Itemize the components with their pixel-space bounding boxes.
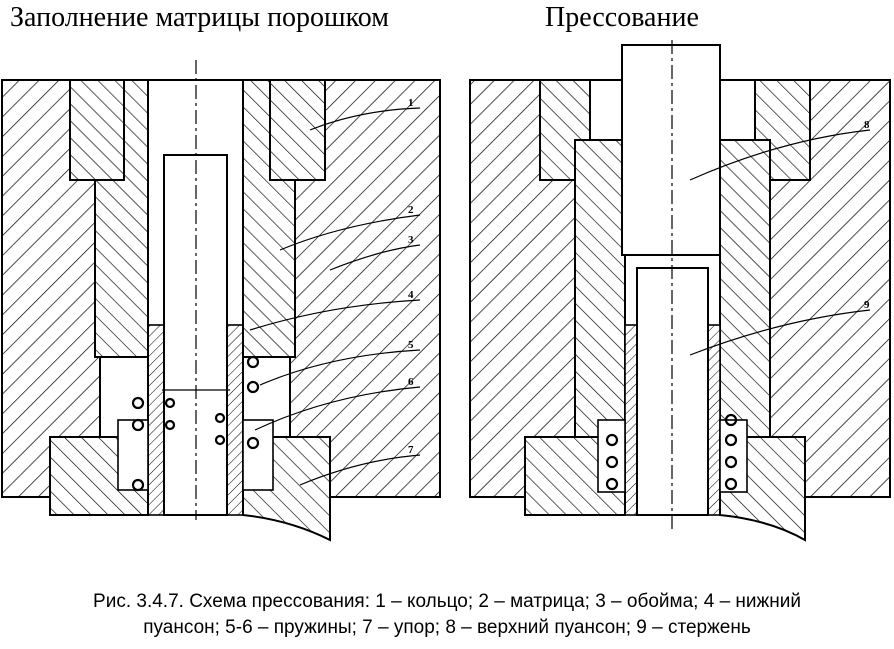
callout-6: 6 (408, 376, 414, 388)
callout-9: 9 (864, 299, 870, 311)
right-diagram (469, 40, 891, 542)
callout-7: 7 (408, 444, 414, 456)
callout-8: 8 (864, 119, 870, 131)
callout-2: 2 (408, 204, 414, 216)
left-diagram-title: Заполнение матрицы порошком (10, 2, 389, 33)
left-diagram (1, 60, 441, 542)
right-upper-punch (621, 44, 721, 256)
left-ring-right (269, 79, 326, 181)
right-diagram-title: Прессование (545, 2, 699, 33)
callout-5: 5 (408, 339, 414, 351)
left-springs (131, 355, 260, 492)
right-springs (605, 413, 738, 491)
left-ring-left (69, 79, 125, 181)
left-leader-lines (249, 107, 421, 486)
left-lower-punch-left (147, 324, 165, 516)
callout-labels: 1 2 3 4 5 6 7 8 9 (408, 97, 870, 456)
figure-caption-line-1: Рис. 3.4.7. Схема прессования: 1 – кольц… (93, 591, 801, 612)
callout-1: 1 (408, 97, 414, 109)
callout-4: 4 (408, 289, 414, 301)
figure-caption-line-2: пуансон; 5-6 – пружины; 7 – упор; 8 – ве… (143, 617, 751, 638)
left-lower-punch-right (226, 324, 244, 516)
callout-3: 3 (408, 234, 414, 246)
